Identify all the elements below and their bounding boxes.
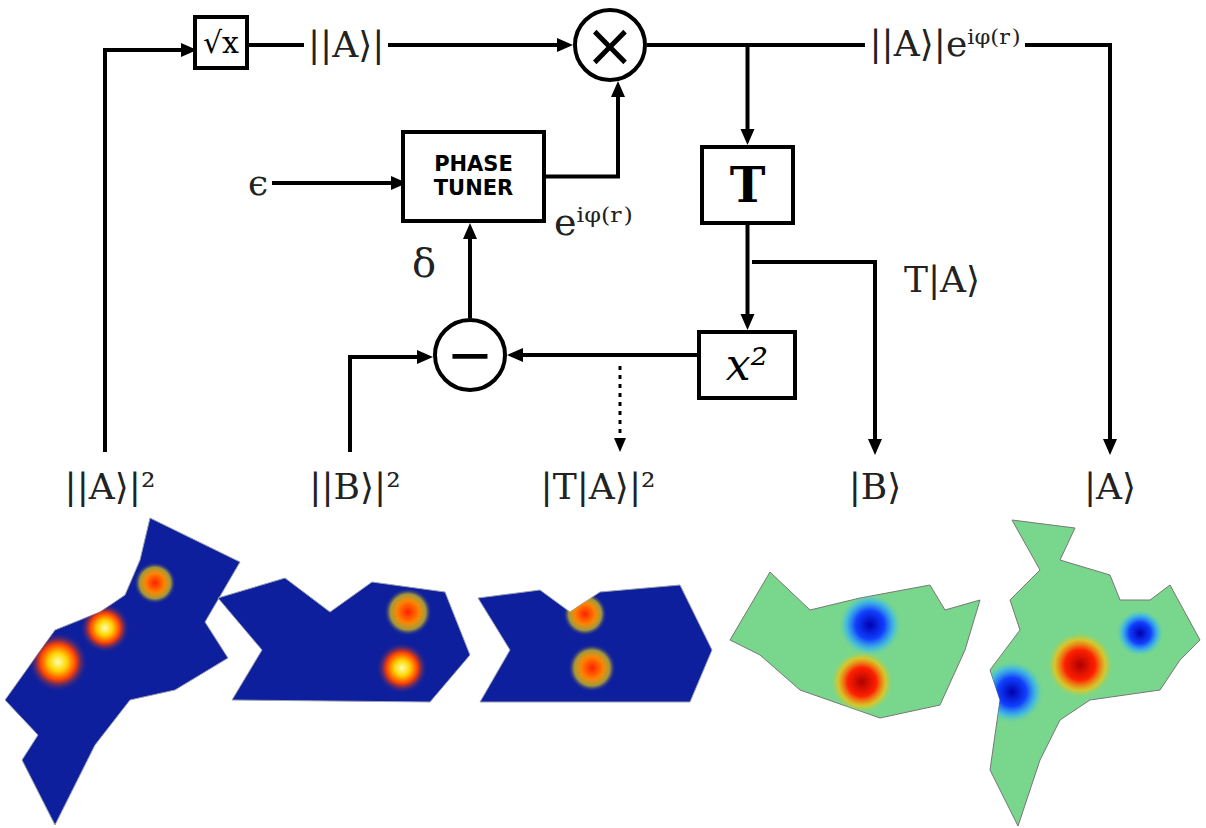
signal-name: ||B⟩|² xyxy=(305,466,404,507)
arrowhead xyxy=(1103,439,1117,455)
arrowheads xyxy=(181,43,1117,455)
signal-name: ||A⟩|eⁱᵠ⁽ʳ⁾ xyxy=(865,23,1024,64)
field-image xyxy=(980,520,1200,826)
intensity-spot xyxy=(134,562,176,604)
intensity-spot xyxy=(568,644,616,692)
phase-tuner-box: PHASE TUNER xyxy=(401,130,546,223)
intensity-map xyxy=(5,518,240,825)
signal-name: |B⟩ xyxy=(845,466,906,507)
epsilon-wire xyxy=(272,181,393,185)
sqrt-box: √x xyxy=(193,15,249,70)
node-text: × xyxy=(585,15,635,75)
arrowhead xyxy=(417,350,433,364)
connector-line xyxy=(523,353,697,357)
input-wire xyxy=(105,50,183,452)
signal-connector xyxy=(249,38,573,52)
dotted-wire xyxy=(619,366,622,438)
signal-name: ||A⟩|² xyxy=(61,466,160,507)
field-image xyxy=(478,585,712,702)
arrowhead xyxy=(507,348,523,362)
arrowhead xyxy=(868,439,882,455)
output-wire xyxy=(647,45,1110,440)
field-image xyxy=(218,578,470,702)
signal-connector xyxy=(647,45,755,145)
signal-connector xyxy=(546,81,625,176)
connector-line xyxy=(647,45,748,129)
connector-line xyxy=(546,97,618,176)
circle-outline xyxy=(435,320,505,390)
intensity-spot xyxy=(376,642,428,694)
arrowhead xyxy=(557,38,573,52)
field-spot xyxy=(1046,631,1114,699)
field-image xyxy=(730,572,980,718)
node-text: √x xyxy=(203,26,239,59)
node-text: T xyxy=(730,159,766,212)
signal-connector xyxy=(507,348,697,362)
signal-name: ϵ xyxy=(244,162,272,203)
subtractor-circle: − xyxy=(433,318,507,392)
intensity-spot xyxy=(28,632,88,692)
node-text: − xyxy=(447,327,494,383)
arrowhead xyxy=(741,129,755,145)
node-text: x² xyxy=(726,341,768,389)
wires xyxy=(105,45,1110,452)
field-spot xyxy=(830,650,894,714)
signal-connector xyxy=(741,225,755,330)
signal-name: T|A⟩ xyxy=(900,259,984,300)
multiplier-circle: × xyxy=(573,8,647,82)
node-text: PHASE TUNER xyxy=(405,153,542,199)
arrowhead xyxy=(614,438,626,452)
connector-line xyxy=(249,43,557,47)
signal-connector xyxy=(463,223,477,318)
field-spot xyxy=(1116,609,1164,657)
field-spot xyxy=(980,660,1044,724)
field-spot xyxy=(838,593,902,657)
arrowhead xyxy=(611,81,625,97)
intensity-spot xyxy=(563,592,607,636)
signal-name: ||A⟩| xyxy=(304,24,388,65)
arrowhead xyxy=(463,223,477,239)
circle-outline xyxy=(575,10,645,80)
signal-name: eⁱᵠ⁽ʳ⁾ xyxy=(550,201,637,245)
arrowhead xyxy=(741,314,755,330)
square-box: x² xyxy=(697,330,797,400)
signal-name: |T|A⟩|² xyxy=(537,466,660,507)
field-map xyxy=(730,572,980,718)
field-image xyxy=(5,518,240,825)
connector-line xyxy=(468,239,472,318)
intensity-spot xyxy=(384,588,432,636)
intensity-map xyxy=(478,585,712,702)
intensity-map xyxy=(218,578,470,702)
transform-box: T xyxy=(700,145,795,225)
signal-name: |A⟩ xyxy=(1080,466,1140,507)
signal-name: δ xyxy=(408,240,440,286)
intensity-spot xyxy=(80,603,130,653)
connector-line xyxy=(746,225,750,314)
input-wire xyxy=(350,357,419,452)
